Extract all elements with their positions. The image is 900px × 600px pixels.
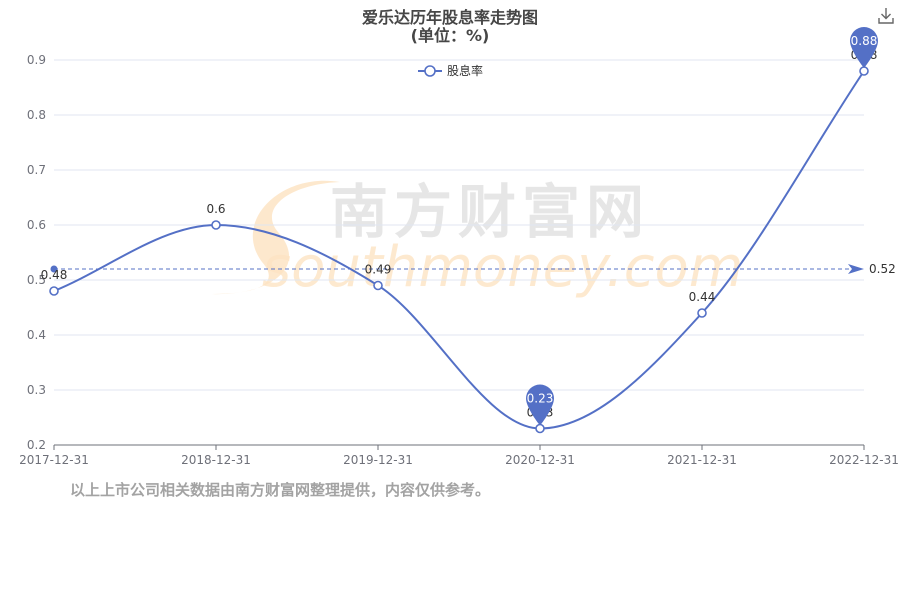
- data-point: [373, 280, 383, 291]
- y-tick-label: 0.5: [27, 273, 46, 287]
- grid: [54, 59, 864, 391]
- y-tick-label: 0.2: [27, 438, 46, 452]
- data-point: [535, 423, 545, 434]
- mark-point-pin: [850, 27, 878, 68]
- data-label: 0.49: [365, 263, 392, 277]
- mark-point-label: 0.23: [527, 392, 554, 406]
- y-tick-label: 0.8: [27, 108, 46, 122]
- x-tick-label: 2022-12-31: [829, 453, 899, 467]
- data-point: [859, 66, 869, 76]
- mark-points: 0.23 0.88: [526, 27, 878, 426]
- legend-marker: [424, 65, 436, 77]
- y-tick-label: 0.4: [27, 328, 46, 342]
- x-tick-label: 2020-12-31: [505, 453, 575, 467]
- watermark-cn: 南方财富网: [330, 178, 650, 246]
- legend-label: 股息率: [447, 63, 483, 78]
- data-label: 0.6: [206, 202, 225, 216]
- x-tick-label: 2019-12-31: [343, 453, 413, 467]
- x-tick-label: 2017-12-31: [19, 453, 89, 467]
- watermark-en: southmoney.com: [262, 235, 743, 300]
- chart-title: 爱乐达历年股息率走势图: [361, 8, 538, 27]
- average-markline: 0.52: [50, 262, 896, 276]
- chart-subtitle: (单位：%): [410, 26, 490, 45]
- series-line-group: [49, 66, 869, 434]
- mark-point-label: 0.88: [851, 34, 878, 48]
- y-tick-label: 0.6: [27, 218, 46, 232]
- series-line: [53, 70, 865, 430]
- y-tick-label: 0.9: [27, 53, 46, 67]
- download-icon[interactable]: [876, 6, 896, 26]
- footnote: 以上上市公司相关数据由南方财富网整理提供，内容仅供参考。: [70, 481, 491, 499]
- data-point: [697, 308, 707, 318]
- average-line-start: [50, 265, 58, 273]
- y-tick-label: 0.3: [27, 383, 46, 397]
- y-tick-label: 0.7: [27, 163, 46, 177]
- data-label: 0.48: [41, 268, 68, 282]
- data-point: [49, 286, 59, 296]
- average-line-arrow: [848, 264, 864, 274]
- x-tick-label: 2018-12-31: [181, 453, 251, 467]
- watermark-swoosh: [212, 180, 340, 295]
- axes: 0.2 0.3 0.4 0.5 0.6 0.7 0.8 0.9 2017-12-31 2018-1…: [19, 53, 899, 467]
- average-value-label: 0.52: [869, 262, 896, 276]
- data-label: 0.44: [689, 290, 716, 304]
- legend[interactable]: 股息率: [418, 63, 483, 78]
- x-tick-label: 2021-12-31: [667, 453, 737, 467]
- data-point: [211, 220, 221, 230]
- mark-point-pin: [526, 384, 554, 426]
